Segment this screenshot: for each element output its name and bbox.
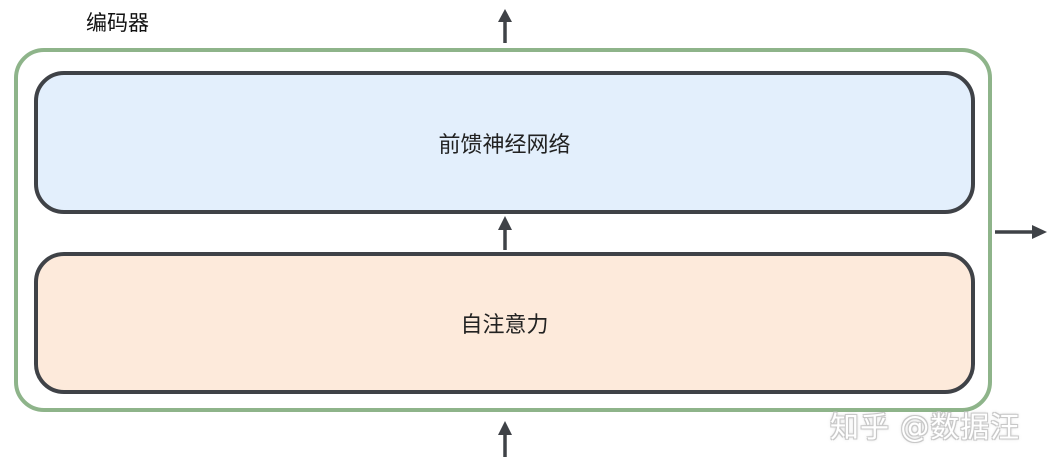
- self-attention-label: 自注意力: [460, 313, 549, 338]
- arrow-right-icon: [995, 225, 1047, 239]
- arrow-up-icon: [498, 9, 512, 43]
- encoder-label: 编码器: [86, 11, 149, 35]
- feed-forward-label: 前馈神经网络: [438, 132, 571, 158]
- arrow-up-icon: [498, 421, 512, 457]
- self-attention-block: 自注意力: [34, 252, 975, 394]
- feed-forward-block: 前馈神经网络: [34, 71, 975, 214]
- watermark: 知乎 @数据汪: [830, 410, 1021, 444]
